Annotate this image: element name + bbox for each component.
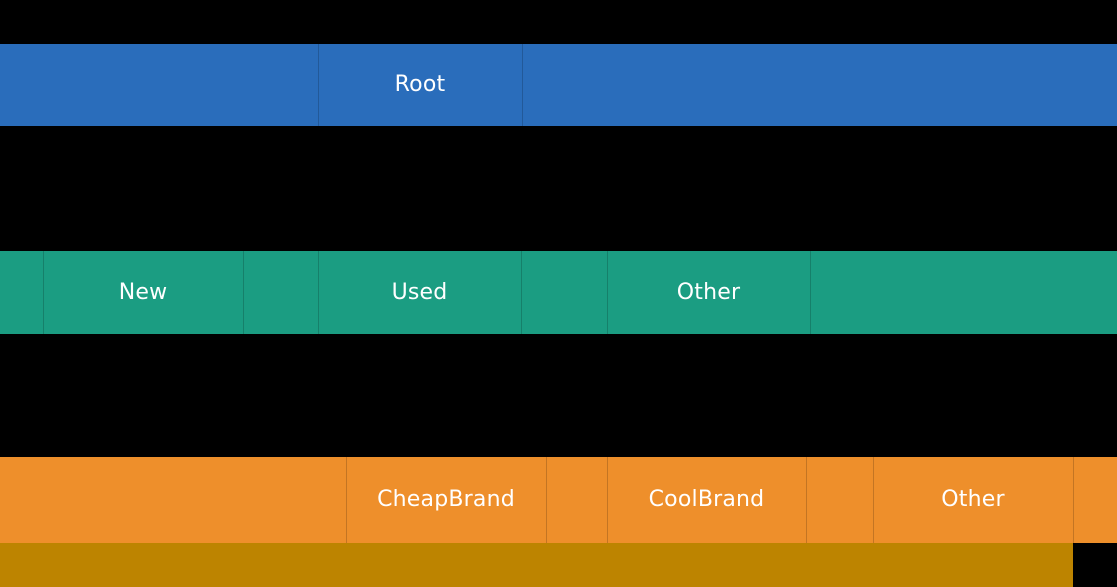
node-label: CheapBrand [377, 487, 515, 512]
node-seam [806, 457, 807, 543]
node-label: Root [394, 72, 446, 97]
node-cheapbrand[interactable]: CheapBrand [346, 457, 546, 543]
node-seam [522, 44, 523, 126]
node-label: Other [676, 279, 741, 305]
node-root-2[interactable] [522, 44, 1117, 126]
chart-level-leaf [0, 543, 1117, 587]
node-other[interactable]: Other [873, 457, 1073, 543]
node-used[interactable]: Used [318, 251, 521, 334]
node-seam [43, 251, 44, 334]
chart-level-brand: CheapBrand CoolBrand Other [0, 457, 1117, 543]
node-new[interactable]: New [43, 251, 243, 334]
node-brand-4[interactable] [806, 457, 873, 543]
node-seam [607, 251, 608, 334]
chart-level-condition: New Used Other [0, 251, 1117, 334]
chart-level-root: Root [0, 44, 1117, 126]
node-label: Other [941, 487, 1005, 512]
node-seam [810, 251, 811, 334]
node-condition-2[interactable] [243, 251, 318, 334]
node-condition-6[interactable] [810, 251, 1117, 334]
node-brand-0[interactable] [0, 457, 346, 543]
node-seam [546, 457, 547, 543]
node-seam [607, 457, 608, 543]
node-label: CoolBrand [648, 487, 765, 512]
node-leaf-0[interactable] [0, 543, 1073, 587]
node-seam [521, 251, 522, 334]
node-seam [1073, 457, 1074, 543]
node-label: New [118, 279, 168, 305]
node-seam [243, 251, 244, 334]
node-seam [346, 457, 347, 543]
node-condition-0[interactable] [0, 251, 43, 334]
node-brand-2[interactable] [546, 457, 607, 543]
node-root-0[interactable] [0, 44, 318, 126]
node-seam [873, 457, 874, 543]
node-other[interactable]: Other [607, 251, 810, 334]
node-label: Used [391, 279, 448, 305]
node-coolbrand[interactable]: CoolBrand [607, 457, 806, 543]
node-root[interactable]: Root [318, 44, 522, 126]
node-seam [318, 44, 319, 126]
node-condition-4[interactable] [521, 251, 607, 334]
node-brand-6[interactable] [1073, 457, 1117, 543]
node-seam [318, 251, 319, 334]
